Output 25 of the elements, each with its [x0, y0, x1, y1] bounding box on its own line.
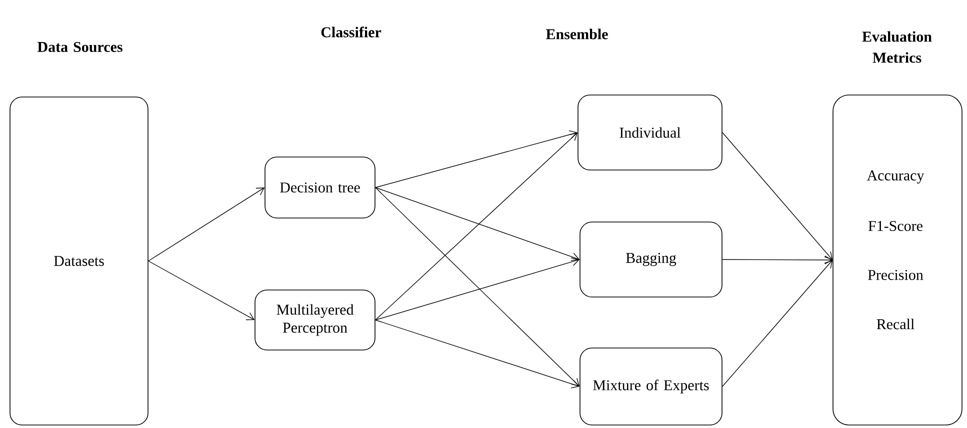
arrow [375, 320, 580, 388]
arrow [148, 188, 265, 262]
process-box: Mixture of Experts [580, 348, 722, 426]
arrow [375, 187, 580, 262]
column-heading: Ensemble [546, 28, 608, 40]
process-box: Datasets [10, 96, 148, 426]
metric-text: Recall [876, 318, 914, 330]
process-box: Bagging [580, 222, 722, 298]
arrow [722, 132, 833, 260]
metric-text: F1-Score [868, 220, 922, 232]
process-box: Individual [578, 94, 722, 170]
column-heading: Data Sources [38, 42, 122, 52]
column-heading: Evaluation Metrics [862, 31, 932, 63]
arrow [148, 260, 255, 320]
arrow [722, 260, 833, 387]
column-heading: Classifier [321, 26, 382, 38]
arrow [375, 130, 578, 188]
arrow [375, 132, 578, 320]
process-box: Decision tree [264, 156, 376, 218]
arrow [375, 258, 580, 320]
metric-text: Accuracy [866, 170, 924, 184]
arrow [722, 256, 833, 264]
arrow [375, 187, 580, 386]
process-box: Multilayered Perceptron [254, 290, 376, 350]
metric-text: Precision [868, 270, 924, 280]
